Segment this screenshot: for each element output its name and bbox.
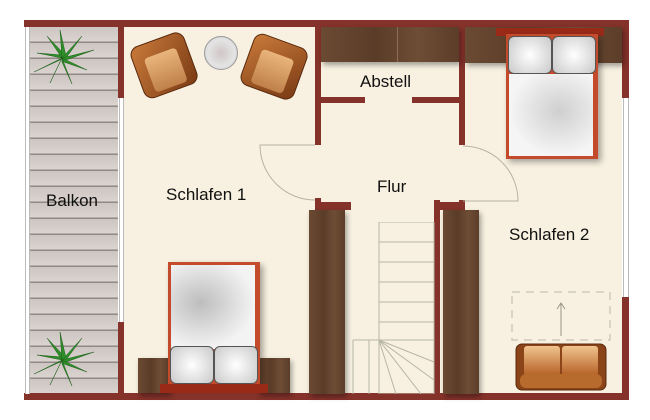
pillow-icon	[214, 346, 258, 384]
room-label-balkon: Balkon	[46, 191, 98, 210]
staircase	[352, 222, 435, 394]
armchair-icon	[240, 33, 308, 100]
double-bed-icon	[506, 34, 598, 159]
wardrobe-flur-left	[309, 210, 345, 394]
wall-flur-stub-right	[434, 202, 465, 210]
room-label-schlafen1: Schlafen 1	[166, 185, 247, 204]
pillow-icon	[508, 36, 552, 74]
plant-icon	[33, 331, 95, 387]
room-label-abstell: Abstell	[360, 72, 412, 91]
wall-flur-s2-lower	[434, 200, 440, 400]
wall-flur-stub-left	[315, 202, 351, 210]
sofa-icon	[515, 343, 607, 391]
armchair-icon	[130, 32, 198, 99]
pillow-icon	[170, 346, 214, 384]
window-left-balcony	[25, 27, 30, 394]
wardrobe-flur-right	[443, 210, 479, 394]
room-label-schlafen2: Schlafen 2	[509, 225, 590, 244]
bed-headboard	[496, 28, 604, 36]
wall-abstell-left	[321, 97, 365, 103]
side-table-icon	[204, 36, 238, 70]
door-swing-schlafen1[interactable]	[255, 140, 325, 210]
room-label-flur: Flur	[377, 177, 407, 196]
wall-right-lower	[622, 297, 629, 400]
wall-abstell-right	[412, 97, 459, 103]
wall-balcony-lower	[118, 322, 124, 400]
wardrobe-abstell	[321, 27, 459, 62]
bed-footboard	[160, 384, 268, 393]
balcony-door-glass	[119, 98, 124, 322]
wall-top	[24, 20, 629, 27]
pillow-icon	[552, 36, 596, 74]
double-bed-icon	[168, 262, 260, 384]
plant-icon	[33, 29, 95, 85]
door-swing-schlafen2[interactable]	[458, 143, 528, 213]
wardrobe-abstell-divider	[397, 27, 398, 62]
bed-duvet	[509, 74, 593, 156]
window-right	[623, 98, 629, 297]
wall-balcony-upper	[118, 20, 124, 98]
bed-duvet	[171, 265, 255, 349]
wall-flur-stub-right-post	[459, 200, 465, 210]
balcony-deck	[30, 27, 118, 394]
wall-bottom	[24, 393, 629, 400]
wall-right-upper	[622, 20, 629, 98]
wall-s1-flur-upper	[315, 20, 321, 145]
sofa-bed-extension-outline	[511, 291, 611, 341]
wall-flur-s2-upper	[459, 20, 465, 145]
